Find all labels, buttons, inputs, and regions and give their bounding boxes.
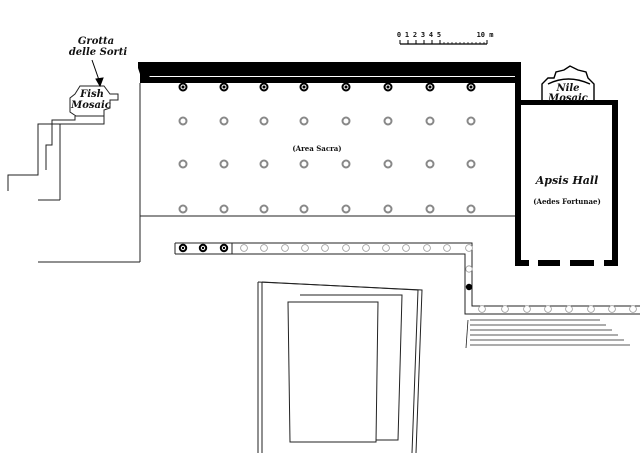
column-east — [629, 305, 637, 313]
scale-tick-label-4: 4 — [429, 31, 433, 39]
column-area-sacra — [425, 159, 435, 169]
pointer-arrow — [91, 59, 104, 88]
column-portico — [321, 244, 329, 252]
column-east — [523, 305, 531, 313]
column-north-upper — [468, 69, 474, 75]
column-portico — [260, 244, 268, 252]
nile-mosaic-apse — [541, 65, 595, 100]
column-portico-core — [181, 246, 185, 250]
column-portico — [362, 244, 370, 252]
label-area-sacra: (Area Sacra) — [292, 144, 341, 153]
colonnade-area-sacra — [178, 116, 476, 214]
fish-mosaic-structure — [7, 85, 140, 263]
column-north-lower-core — [222, 85, 226, 89]
label-grotta-2: delle Sorti — [69, 47, 128, 58]
column-north-upper — [261, 69, 267, 75]
column-north-lower-core — [428, 85, 432, 89]
label-apsis-hall: Apsis Hall — [535, 174, 599, 187]
column-portico — [402, 244, 410, 252]
column-east — [544, 305, 552, 313]
column-portico — [301, 244, 309, 252]
column-north-upper — [385, 69, 391, 75]
area-sacra-enclosure — [138, 62, 521, 262]
column-area-sacra — [425, 116, 435, 126]
label-nile-2: Mosaic — [547, 93, 588, 104]
column-north-lower-core — [386, 85, 390, 89]
column-area-sacra — [219, 116, 229, 126]
column-area-sacra — [299, 159, 309, 169]
scale-end-label: 10 m — [477, 31, 494, 39]
column-area-sacra — [425, 204, 435, 214]
column-east — [501, 305, 509, 313]
scale-tick-label-3: 3 — [421, 31, 425, 39]
colonnade-portico — [178, 243, 473, 291]
colonnade-north — [178, 69, 476, 92]
colonnade-east — [478, 305, 637, 313]
label-grotta-1: Grotta — [78, 36, 114, 47]
column-area-sacra — [466, 116, 476, 126]
column-east — [608, 305, 616, 313]
column-area-sacra — [259, 116, 269, 126]
column-portico — [465, 283, 473, 291]
steps — [465, 319, 630, 349]
basin-structure — [257, 281, 423, 453]
column-area-sacra — [219, 204, 229, 214]
column-north-upper — [427, 69, 433, 75]
column-north-lower-core — [344, 85, 348, 89]
column-portico-core — [222, 246, 226, 250]
column-area-sacra — [383, 159, 393, 169]
column-portico-core — [201, 246, 205, 250]
column-area-sacra — [341, 116, 351, 126]
column-north-upper — [221, 69, 227, 75]
column-north-lower-core — [262, 85, 266, 89]
label-fish-1: Fish — [79, 89, 104, 100]
apsis-hall — [515, 100, 618, 266]
column-portico — [281, 244, 289, 252]
scale-bar: 0 1 2 3 4 5 10 m — [397, 31, 494, 45]
column-north-lower-core — [469, 85, 473, 89]
column-north-upper — [180, 69, 186, 75]
column-area-sacra — [383, 116, 393, 126]
column-area-sacra — [178, 159, 188, 169]
column-area-sacra — [259, 204, 269, 214]
column-area-sacra — [299, 116, 309, 126]
column-north-lower-core — [181, 85, 185, 89]
column-portico — [465, 244, 473, 252]
column-portico — [443, 244, 451, 252]
scale-tick-label-5: 5 — [437, 31, 441, 39]
column-area-sacra — [383, 204, 393, 214]
column-north-lower-core — [302, 85, 306, 89]
lower-portico — [174, 242, 640, 315]
column-east — [565, 305, 573, 313]
column-portico — [240, 244, 248, 252]
column-area-sacra — [466, 159, 476, 169]
column-east — [478, 305, 486, 313]
column-area-sacra — [341, 204, 351, 214]
scale-tick-label-1: 1 — [405, 31, 409, 39]
column-area-sacra — [299, 204, 309, 214]
column-area-sacra — [259, 159, 269, 169]
scale-tick-label-0: 0 — [397, 31, 401, 39]
column-area-sacra — [341, 159, 351, 169]
column-portico — [382, 244, 390, 252]
column-east — [587, 305, 595, 313]
label-aedes-fortunae: (Aedes Fortunae) — [533, 197, 601, 206]
column-area-sacra — [219, 159, 229, 169]
column-north-upper — [343, 69, 349, 75]
column-north-upper — [301, 69, 307, 75]
column-area-sacra — [466, 204, 476, 214]
column-portico — [465, 265, 473, 273]
column-area-sacra — [178, 116, 188, 126]
column-portico — [423, 244, 431, 252]
scale-tick-label-2: 2 — [413, 31, 417, 39]
column-portico — [342, 244, 350, 252]
label-fish-2: Mosaic — [70, 100, 111, 111]
label-nile-1: Nile — [555, 83, 579, 94]
column-area-sacra — [178, 204, 188, 214]
